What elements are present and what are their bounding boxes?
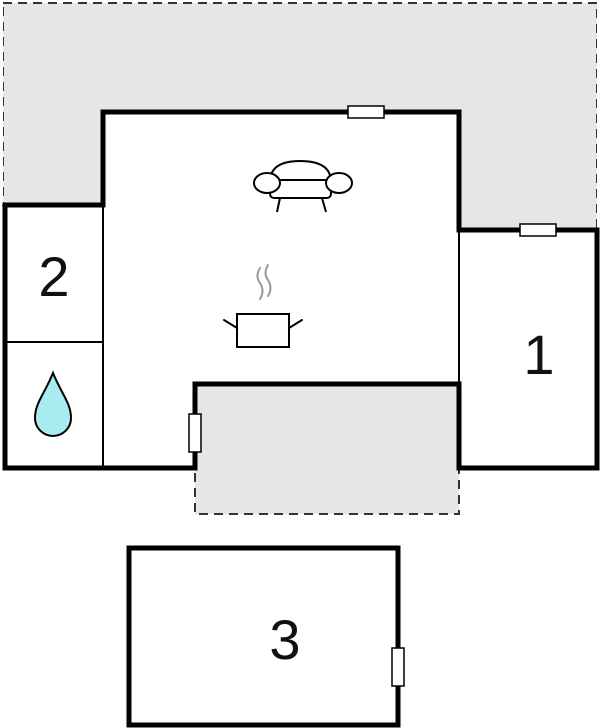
- window: [347, 105, 385, 119]
- room-label-3: 3: [269, 608, 300, 671]
- room-label-2: 2: [38, 245, 69, 308]
- room-label-1: 1: [523, 323, 554, 386]
- window: [188, 413, 202, 453]
- cooking-pot-icon: [223, 264, 303, 348]
- water-drop-icon: [33, 370, 73, 437]
- window: [519, 223, 557, 237]
- window: [391, 647, 405, 687]
- sofa-icon: [253, 160, 353, 213]
- room-3-walls: [126, 545, 401, 728]
- outdoor-terrace-front: [194, 383, 460, 515]
- house-walls: [2, 109, 600, 471]
